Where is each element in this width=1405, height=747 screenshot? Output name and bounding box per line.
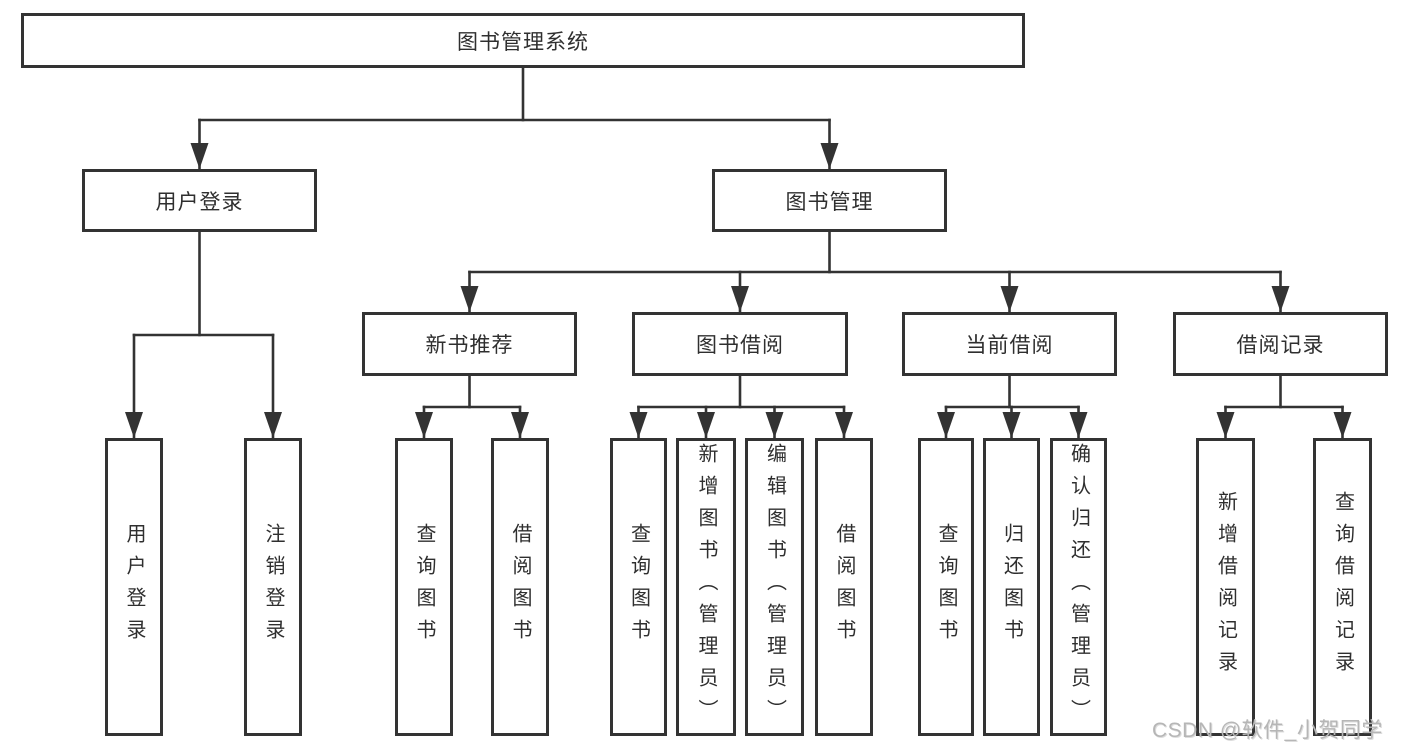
- node-borrowing-records-label: 借阅记录: [1236, 334, 1325, 357]
- leaf-query-borrow-record-label: 查询借阅记录: [1331, 491, 1354, 683]
- leaf-query-books-borrowing-label: 查询图书: [627, 523, 650, 651]
- leaf-query-books-recommend: 查询图书: [395, 438, 453, 736]
- node-root: 图书管理系统: [21, 13, 1025, 68]
- leaf-query-books-borrowing: 查询图书: [610, 438, 667, 736]
- node-book-management-label: 图书管理: [785, 190, 874, 214]
- node-user-login: 用户登录: [82, 169, 317, 232]
- leaf-borrow-books-recommend: 借阅图书: [491, 438, 549, 736]
- leaf-return-books: 归还图书: [983, 438, 1040, 736]
- leaf-query-borrow-record: 查询借阅记录: [1313, 438, 1372, 736]
- leaf-add-books-admin: 新增图书（管理员）: [676, 438, 736, 736]
- leaf-borrow-books-borrowing: 借阅图书: [815, 438, 873, 736]
- leaf-add-books-admin-label: 新增图书（管理员）: [695, 443, 717, 731]
- leaf-add-borrow-record: 新增借阅记录: [1196, 438, 1255, 736]
- node-borrowing-records: 借阅记录: [1173, 312, 1388, 376]
- node-book-borrowing: 图书借阅: [632, 312, 848, 376]
- leaf-query-books-current: 查询图书: [918, 438, 974, 736]
- leaf-confirm-return-admin-label: 确认归还（管理员）: [1067, 443, 1090, 731]
- leaf-add-borrow-record-label: 新增借阅记录: [1214, 491, 1237, 683]
- leaf-query-books-recommend-label: 查询图书: [413, 523, 435, 651]
- leaf-return-books-label: 归还图书: [1000, 523, 1023, 651]
- leaf-borrow-books-recommend-label: 借阅图书: [509, 523, 531, 651]
- leaf-borrow-books-borrowing-label: 借阅图书: [833, 523, 855, 651]
- node-new-book-recommend: 新书推荐: [362, 312, 577, 376]
- leaf-user-login-label: 用户登录: [123, 523, 145, 651]
- node-current-borrowing: 当前借阅: [902, 312, 1117, 376]
- leaf-confirm-return-admin: 确认归还（管理员）: [1050, 438, 1107, 736]
- leaf-edit-books-admin-label: 编辑图书（管理员）: [763, 443, 786, 731]
- leaf-logout-label: 注销登录: [262, 523, 284, 651]
- leaf-query-books-current-label: 查询图书: [935, 523, 957, 651]
- leaf-user-login: 用户登录: [105, 438, 163, 736]
- watermark-text: CSDN @软件_小贺同学: [1152, 719, 1383, 742]
- connector-group: [125, 66, 1352, 440]
- node-current-borrowing-label: 当前借阅: [965, 334, 1054, 357]
- node-root-label: 图书管理系统: [457, 30, 589, 54]
- node-user-login-label: 用户登录: [155, 190, 244, 214]
- node-book-management: 图书管理: [712, 169, 947, 232]
- leaf-logout: 注销登录: [244, 438, 302, 736]
- node-new-book-recommend-label: 新书推荐: [425, 334, 514, 357]
- leaf-edit-books-admin: 编辑图书（管理员）: [745, 438, 804, 736]
- node-book-borrowing-label: 图书借阅: [696, 334, 784, 357]
